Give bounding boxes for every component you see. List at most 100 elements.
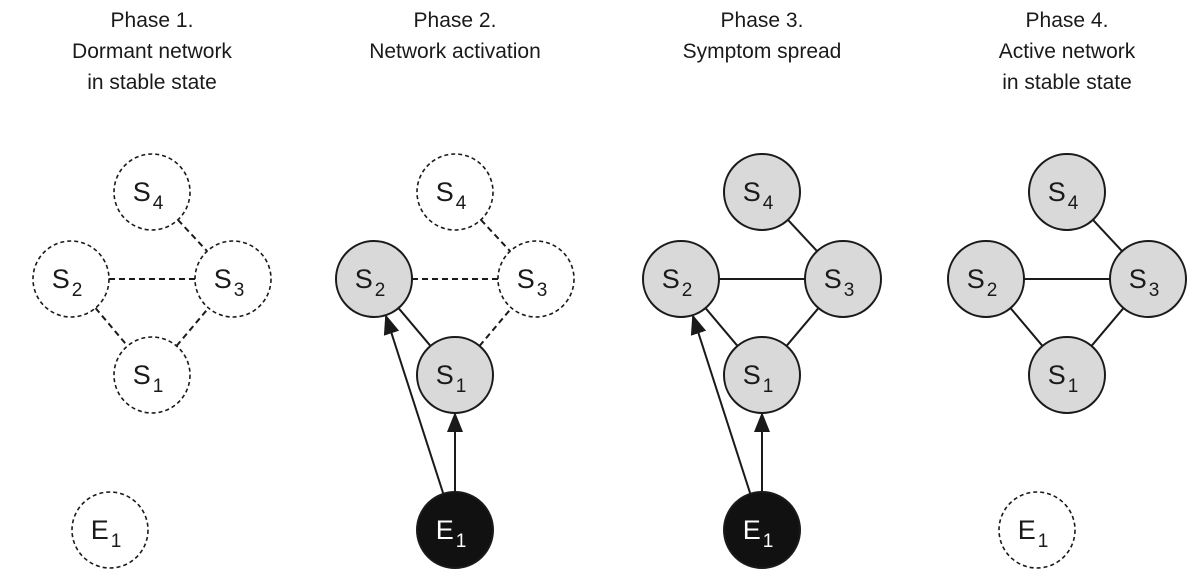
node-label-subscript: 1 [1038, 531, 1049, 552]
node-circle [71, 491, 149, 569]
node-label-subscript: 2 [987, 280, 998, 301]
edge-s2-s1 [94, 307, 129, 347]
node-label-subscript: 1 [111, 531, 122, 552]
edge-s2-s1 [397, 307, 432, 347]
node-circle [998, 491, 1076, 569]
phase-3-title-line-1: Phase 3. [721, 9, 804, 32]
node-circle [723, 153, 801, 231]
phase-4-title-line-2: Active network [999, 40, 1136, 63]
node-label-name: S [743, 360, 761, 390]
node-label-name: S [133, 177, 151, 207]
node-circle [1109, 240, 1187, 318]
node-label-name: S [355, 264, 373, 294]
node-circle [1028, 336, 1106, 414]
node-circle [723, 336, 801, 414]
node-label-subscript: 4 [1068, 193, 1079, 214]
node-label-name: S [436, 360, 454, 390]
node-label-name: S [214, 264, 232, 294]
node-label-subscript: 3 [537, 280, 548, 301]
node-label-subscript: 3 [1149, 280, 1160, 301]
phase-1-title-line-1: Phase 1. [111, 9, 194, 32]
node-label-name: E [91, 515, 109, 545]
phase-1-title-line-3: in stable state [87, 71, 217, 94]
node-circle [335, 240, 413, 318]
node-label-subscript: 3 [234, 280, 245, 301]
edge-s4-s3 [177, 219, 208, 252]
node-label-name: S [517, 264, 535, 294]
node-label-name: S [52, 264, 70, 294]
edge-s1-s3 [478, 307, 513, 347]
phase-4-title-line-1: Phase 4. [1026, 9, 1109, 32]
node-circle [113, 336, 191, 414]
node-label-subscript: 4 [763, 193, 774, 214]
node-label-subscript: 4 [456, 193, 467, 214]
node-label-subscript: 2 [72, 280, 83, 301]
node-circle [1028, 153, 1106, 231]
node-label-subscript: 2 [682, 280, 693, 301]
node-label-name: S [1048, 360, 1066, 390]
edge-s1-s3 [1090, 307, 1125, 347]
phase-4-title-line-3: in stable state [1002, 71, 1132, 94]
node-label-name: S [743, 177, 761, 207]
node-label-name: E [743, 515, 761, 545]
node-circle [723, 491, 801, 569]
node-label-subscript: 1 [456, 376, 467, 397]
edge-s1-s3 [785, 307, 820, 347]
node-circle [642, 240, 720, 318]
node-circle [194, 240, 272, 318]
node-label-name: E [1018, 515, 1036, 545]
node-circle [416, 491, 494, 569]
node-label-subscript: 4 [153, 193, 164, 214]
node-label-subscript: 2 [375, 280, 386, 301]
edge-s1-s3 [175, 307, 210, 347]
node-label-subscript: 1 [153, 376, 164, 397]
node-label-subscript: 1 [1068, 376, 1079, 397]
node-circle [32, 240, 110, 318]
node-label-name: E [436, 515, 454, 545]
node-circle [804, 240, 882, 318]
phase-2-title-line-2: Network activation [369, 40, 541, 63]
edge-e1-s2 [690, 314, 752, 495]
phase-3-title-line-2: Symptom spread [683, 40, 842, 63]
node-circle [416, 153, 494, 231]
edge-s4-s3 [787, 219, 818, 252]
node-label-name: S [824, 264, 842, 294]
